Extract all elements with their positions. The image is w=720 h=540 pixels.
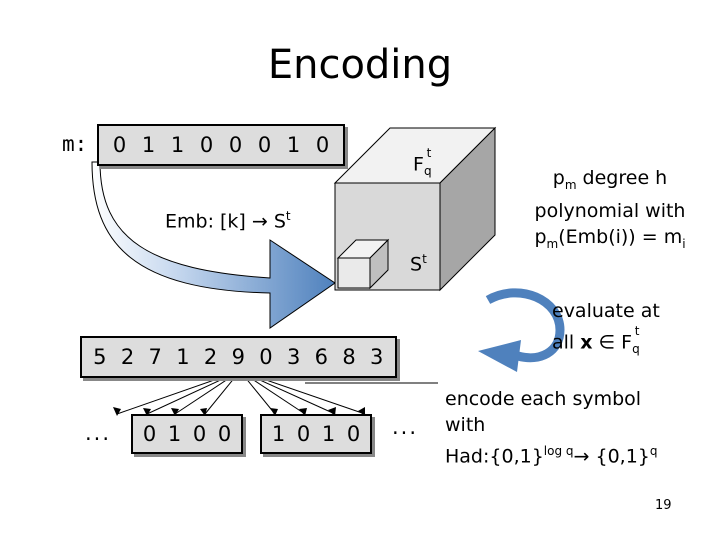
fan-out-arrowheads	[113, 407, 365, 416]
polynomial-description: pm degree h polynomial with pm(Emb(i)) =…	[534, 167, 686, 251]
codeword-bit: 0	[192, 422, 207, 446]
embedding-arrow	[91, 161, 336, 329]
codeword-bit: 1	[271, 422, 286, 446]
symbol-cell: 2	[203, 345, 218, 369]
codeword-bit: 0	[296, 422, 311, 446]
symbol-cell: 1	[176, 345, 190, 369]
message-bit: 1	[170, 133, 185, 157]
codeword-ellipsis-right: ...	[392, 415, 419, 439]
message-bit: 1	[141, 133, 156, 157]
cube-field-label: Fqt	[413, 146, 432, 179]
message-bit: 1	[286, 133, 301, 157]
codeword-group-2: 1 0 1 0	[260, 414, 372, 454]
codeword-bit: 0	[346, 422, 361, 446]
symbol-cell: 0	[259, 345, 273, 369]
slide-title: Encoding	[267, 42, 453, 88]
message-bit: 0	[228, 133, 243, 157]
symbol-cell: 9	[231, 345, 245, 369]
symbol-cell: 7	[148, 345, 162, 369]
symbol-cell: 2	[120, 345, 135, 369]
symbol-cell: 3	[286, 345, 301, 369]
message-label: m:	[62, 132, 88, 156]
hadamard-description: encode each symbol with Had:{0,1}log q→ …	[445, 388, 658, 468]
symbol-box: 5 2 7 1 2 9 0 3 6 8 3	[80, 336, 397, 378]
fan-out-lines	[116, 370, 366, 415]
small-cube-front	[337, 257, 371, 289]
codeword-bit: 1	[167, 422, 182, 446]
symbol-cell: 5	[93, 345, 107, 369]
codeword-bit: 0	[142, 422, 157, 446]
codeword-bit: 1	[321, 422, 336, 446]
message-bit: 0	[112, 133, 127, 157]
message-bit: 0	[199, 133, 214, 157]
message-bits-box: 0 1 1 0 0 0 1 0	[97, 124, 345, 166]
codeword-ellipsis-left: ...	[85, 421, 112, 445]
embedding-label: Emb: [k] → St	[165, 209, 291, 233]
codeword-group-1: 0 1 0 0	[131, 414, 243, 454]
codeword-bit: 0	[217, 422, 232, 446]
symbol-cell: 8	[342, 345, 356, 369]
evaluate-arrow	[485, 288, 565, 363]
symbol-cell: 3	[370, 345, 384, 369]
evaluate-description: evaluate at all x ∈ Fqt	[552, 300, 660, 357]
page-number: 19	[655, 498, 672, 513]
symbol-cell: 6	[314, 345, 329, 369]
message-bit: 0	[257, 133, 272, 157]
message-bit: 0	[315, 133, 330, 157]
cube-subset-label: St	[410, 252, 427, 276]
evaluate-arrow-head	[478, 340, 521, 372]
